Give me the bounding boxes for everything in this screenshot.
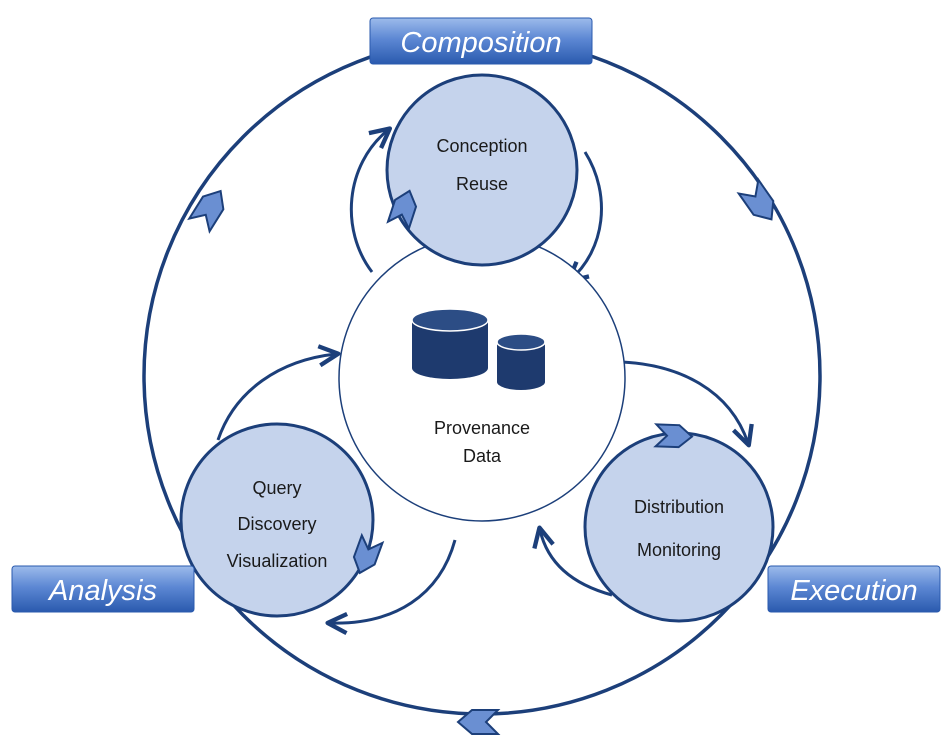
composition-banner-label: Composition [400,27,561,59]
composition-loop-right-arrow [566,151,603,284]
composition-banner: Composition [369,17,593,65]
database-large-icon [411,308,489,379]
composition-loop-left-arrow [349,126,393,273]
execution-chevron-icon [653,423,694,449]
analysis-loop-upper-arrow [216,344,341,441]
composition-node-line1: Conception [436,136,527,156]
outer-chevron-right-icon [736,177,775,221]
center-label-line1: Provenance [434,418,530,438]
analysis-loop-lower-arrow [325,539,457,636]
analysis-chevron-icon [352,532,385,575]
provenance-data-node [338,234,626,522]
outer-chevron-bottom-icon [456,709,501,735]
execution-loop-upper-arrow [621,360,754,448]
analysis-banner-label: Analysis [47,575,157,607]
composition-chevron-icon [386,189,418,232]
execution-banner: Execution [767,565,941,613]
composition-node [385,73,579,267]
analysis-node-line2: Discovery [237,514,316,534]
analysis-node-line3: Visualization [227,551,328,571]
execution-loop-lower-arrow [532,525,613,597]
database-small-icon [496,333,546,390]
execution-banner-label: Execution [790,575,917,607]
composition-node-line2: Reuse [456,174,508,194]
execution-node-line2: Monitoring [637,540,721,560]
analysis-banner: Analysis [11,565,195,613]
execution-node [583,431,775,623]
center-label-line2: Data [463,446,502,466]
execution-node-line1: Distribution [634,497,724,517]
outer-chevron-left-icon [187,189,225,234]
analysis-node [179,422,375,618]
analysis-node-line1: Query [252,478,301,498]
